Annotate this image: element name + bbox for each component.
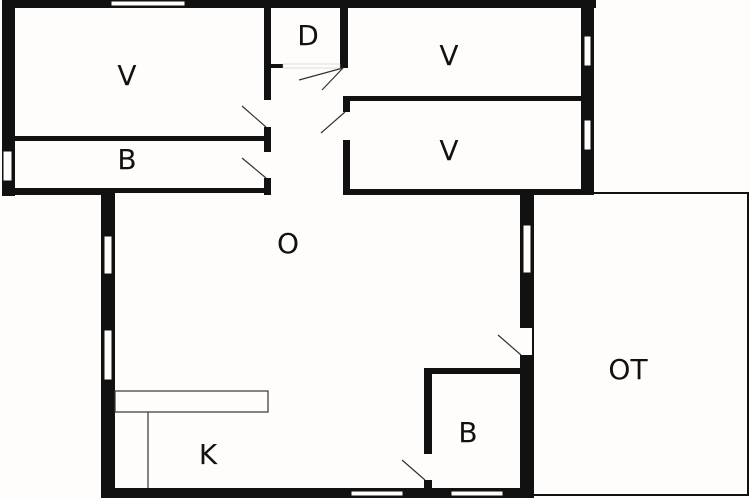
- room-label-bedroom-top-right: V: [439, 39, 459, 72]
- openings: [282, 63, 532, 355]
- room-label-bedroom-top-left: V: [117, 59, 137, 92]
- door-swings: [241, 67, 522, 481]
- room-label-living: O: [276, 227, 300, 260]
- terrace-outline: [532, 192, 749, 496]
- room-label-bath-top-left: B: [117, 143, 137, 176]
- room-label-terrace: OT: [608, 353, 648, 386]
- room-label-kitchen: K: [198, 438, 218, 471]
- kitchen-counter: [114, 390, 269, 488]
- room-label-storage: D: [297, 19, 319, 52]
- room-label-bath-bottom: B: [458, 416, 478, 449]
- room-label-bedroom-mid-right: V: [439, 134, 459, 167]
- windows: [2, 0, 592, 497]
